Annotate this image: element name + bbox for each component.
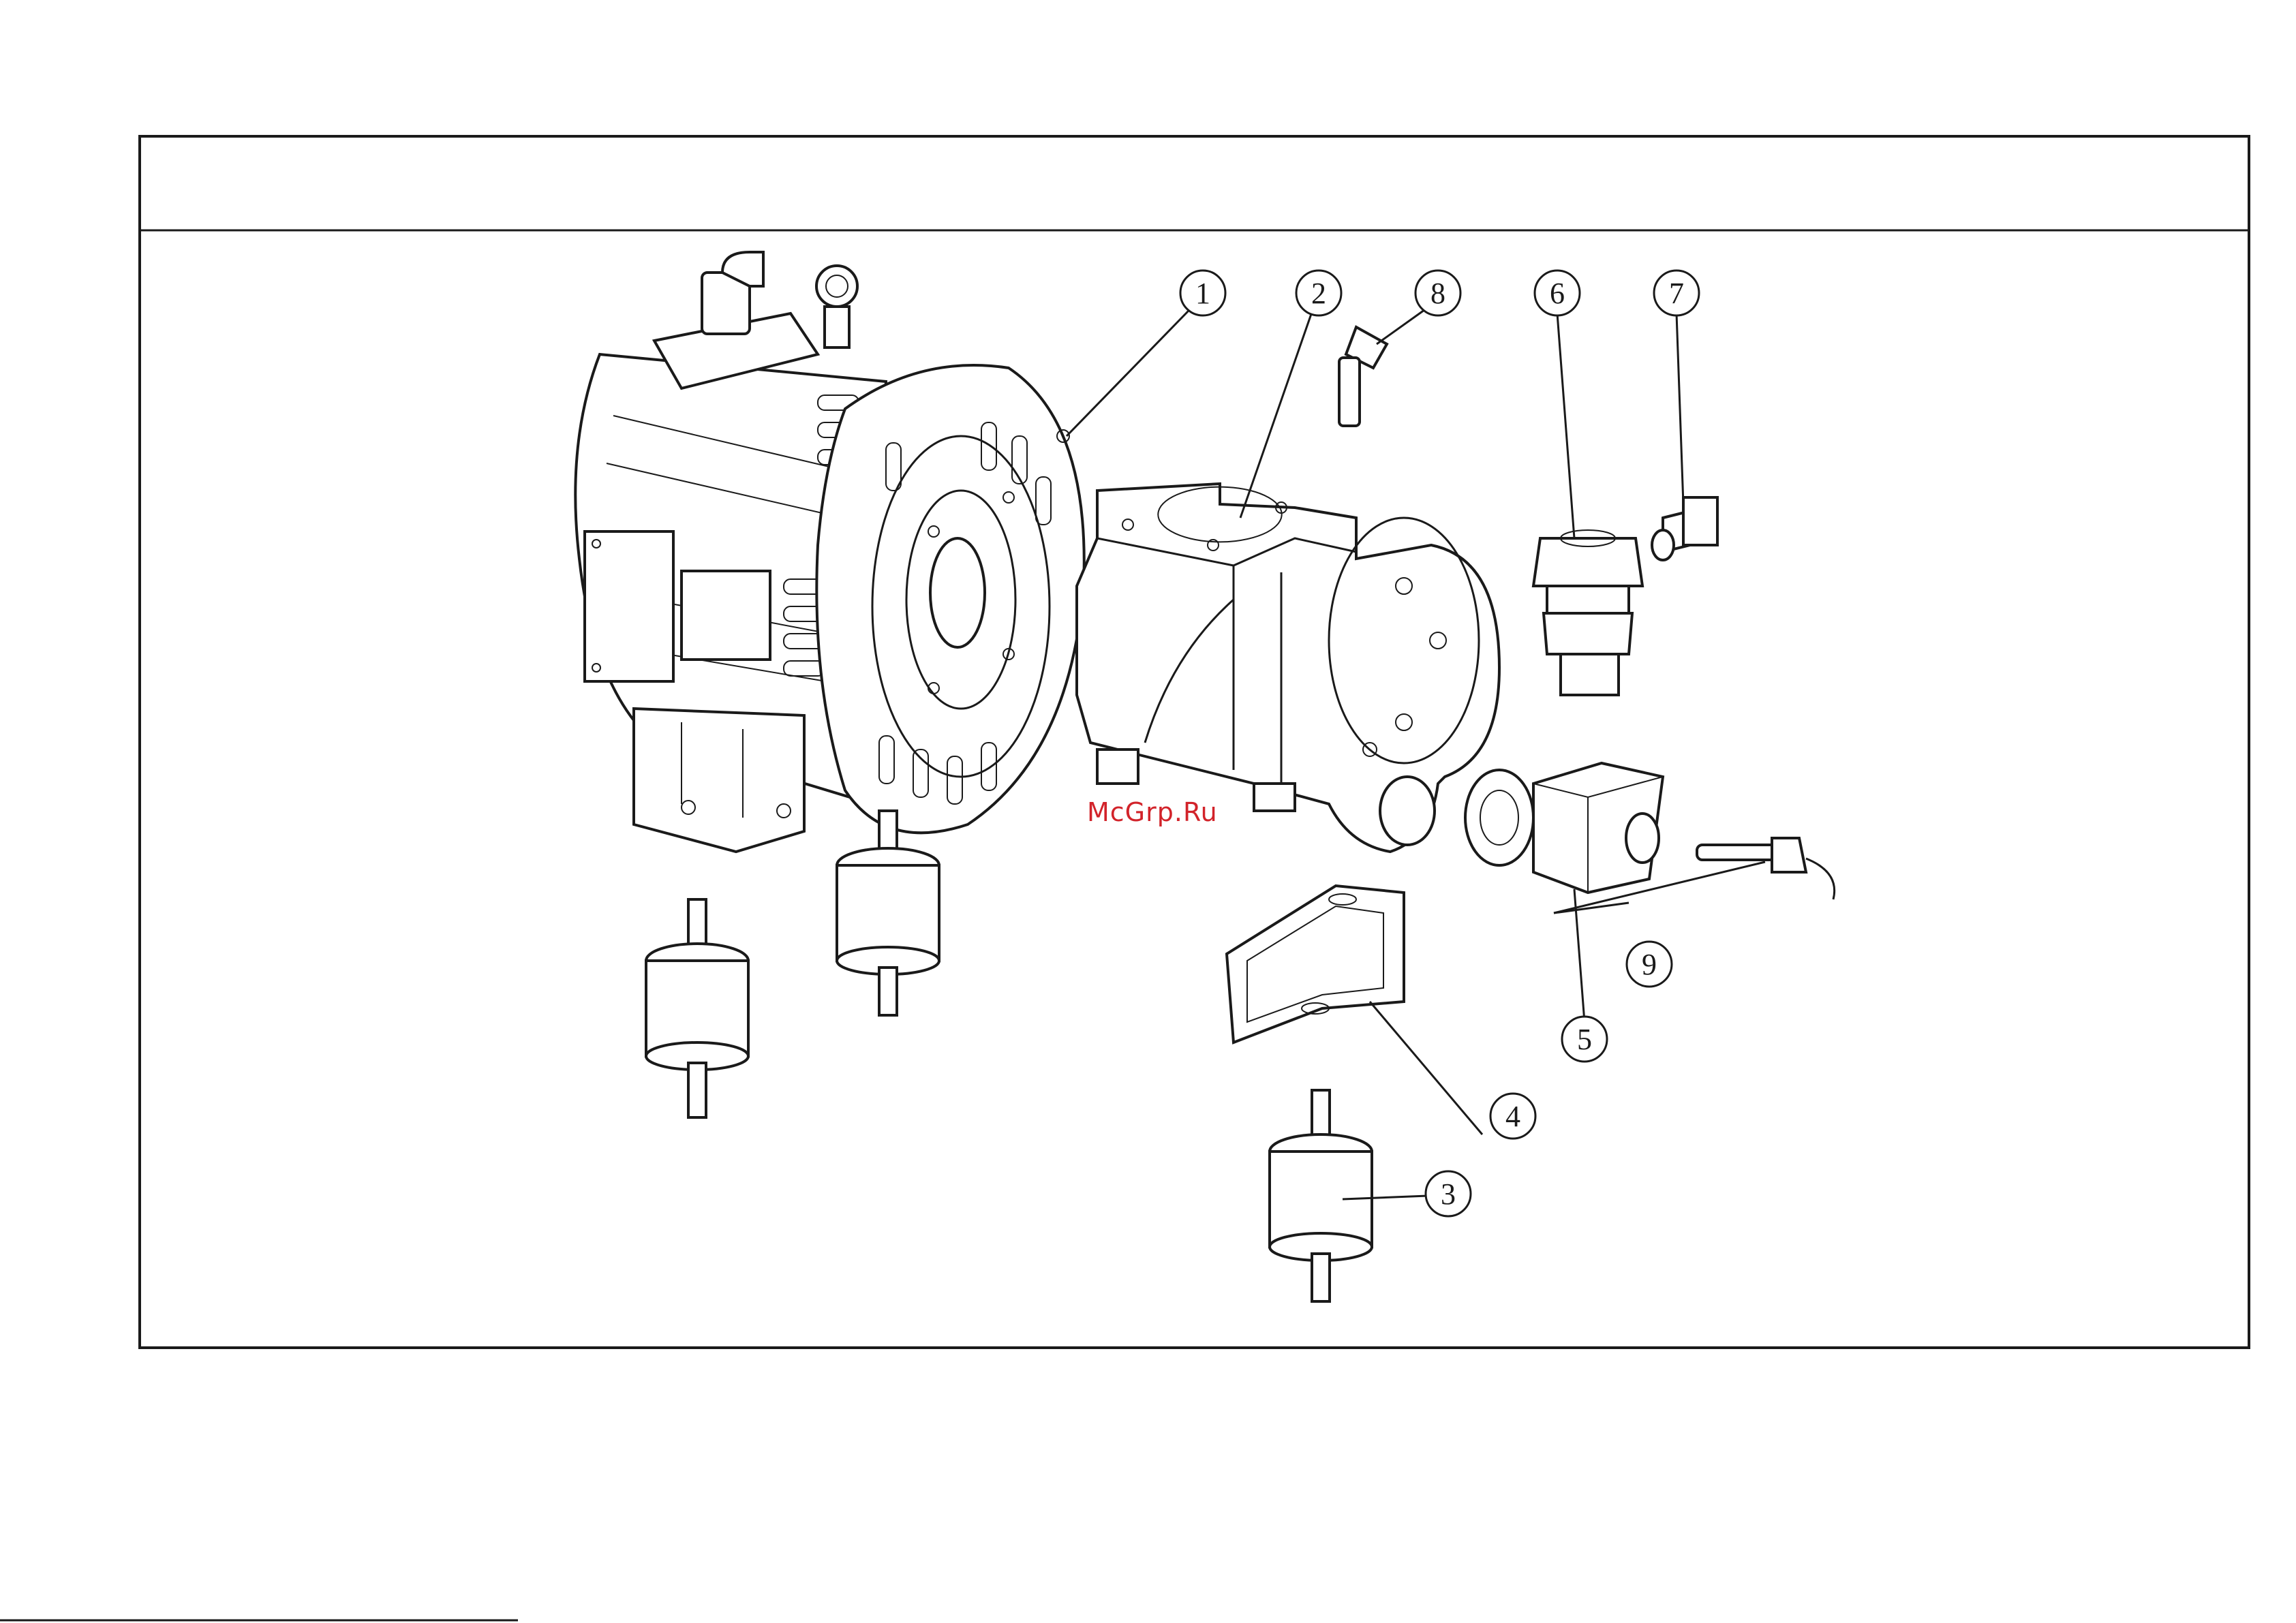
svg-text:2: 2 (1311, 277, 1326, 310)
svg-text:6: 6 (1550, 277, 1565, 310)
callout-3: 3 (1426, 1171, 1471, 1216)
svg-text:5: 5 (1577, 1023, 1592, 1056)
airend-housing (1077, 484, 1499, 852)
callout-7: 7 (1654, 270, 1699, 315)
callout-8: 8 (1415, 270, 1460, 315)
vibration-mount-3 (1270, 1090, 1372, 1301)
callout-5: 5 (1562, 1017, 1607, 1062)
svg-text:1: 1 (1195, 277, 1210, 310)
svg-text:8: 8 (1430, 277, 1445, 310)
svg-text:9: 9 (1642, 948, 1657, 981)
callout-2: 2 (1296, 270, 1341, 315)
svg-text:7: 7 (1669, 277, 1684, 310)
callout-4: 4 (1490, 1094, 1535, 1139)
motor-assembly (575, 252, 1084, 852)
straight-fitting-7 (1652, 497, 1717, 560)
svg-text:3: 3 (1441, 1177, 1456, 1211)
vibration-mount-center (837, 811, 939, 1015)
bracket-4 (1227, 886, 1404, 1042)
callout-1: 1 (1180, 270, 1225, 315)
callout-9: 9 (1627, 942, 1672, 987)
sensor-9 (1697, 838, 1835, 899)
valve-block-5 (1465, 763, 1663, 893)
watermark: McGrp.Ru (1087, 797, 1218, 827)
vibration-mount-left (646, 899, 748, 1117)
callout-6: 6 (1535, 270, 1580, 315)
svg-text:4: 4 (1505, 1100, 1520, 1133)
connector-6 (1533, 530, 1642, 695)
